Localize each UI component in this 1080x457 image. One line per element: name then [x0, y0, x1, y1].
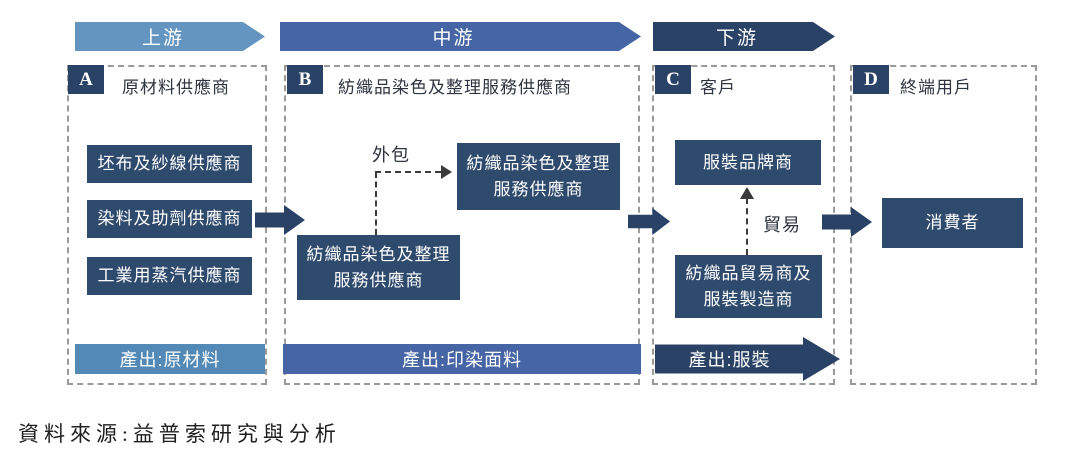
section-b-badge: B [287, 65, 323, 94]
trade-connector-vertical [746, 198, 748, 255]
section-d-title: 終端用戶 [900, 78, 972, 97]
textile-trader-line1: 紡織品貿易商及 [685, 264, 812, 283]
source-note: 資料來源:益普索研究與分析 [18, 422, 341, 446]
trade-arrowhead-icon [740, 187, 754, 199]
output-raw-materials-bar: 產出:原材料 [75, 344, 265, 374]
dyeing-service-provider-line2: 服務供應商 [333, 270, 424, 290]
consumer-box: 消費者 [882, 198, 1023, 248]
section-b-frame [284, 65, 640, 385]
apparel-brand-box: 服裝品牌商 [675, 140, 821, 185]
output-dyed-fabric-bar: 產出:印染面料 [283, 344, 641, 374]
industrial-steam-supplier-box: 工業用蒸汽供應商 [87, 257, 252, 295]
section-a-title: 原材料供應商 [122, 78, 230, 97]
section-c-title: 客戶 [700, 78, 736, 97]
section-b-title: 紡織品染色及整理服務供應商 [338, 78, 572, 97]
midstream-stage-arrow: 中游 [280, 22, 641, 51]
downstream-label: 下游 [715, 28, 758, 49]
downstream-stage-arrow: 下游 [653, 22, 835, 51]
outsourced-dyeing-provider-box: 紡織品染色及整理 服務供應商 [457, 143, 620, 210]
section-c-frame [652, 65, 835, 385]
dyeing-service-provider-box: 紡織品染色及整理 服務供應商 [297, 235, 460, 300]
section-d-badge: D [853, 65, 889, 94]
section-a-badge: A [68, 65, 104, 94]
midstream-label: 中游 [432, 28, 475, 49]
outsource-connector-vertical [375, 172, 377, 235]
outsource-connector-horizontal [375, 171, 441, 173]
fabric-yarn-supplier-box: 坯布及紗線供應商 [87, 145, 252, 183]
section-c-badge: C [655, 65, 691, 94]
upstream-label: 上游 [141, 28, 184, 49]
outsourced-dyeing-provider-line2: 服務供應商 [493, 179, 584, 199]
textile-trader-line2: 服裝製造商 [703, 289, 794, 309]
dyeing-service-provider-line1: 紡織品染色及整理 [306, 245, 451, 264]
outsourced-dyeing-provider-line1: 紡織品染色及整理 [466, 154, 611, 173]
outsource-label: 外包 [372, 145, 410, 165]
textile-trader-manufacturer-box: 紡織品貿易商及 服裝製造商 [675, 255, 822, 318]
trade-label: 貿易 [763, 215, 801, 235]
upstream-stage-arrow: 上游 [75, 22, 265, 51]
outsource-arrowhead-icon [441, 165, 452, 179]
dye-auxiliary-supplier-box: 染料及助劑供應商 [87, 200, 252, 238]
